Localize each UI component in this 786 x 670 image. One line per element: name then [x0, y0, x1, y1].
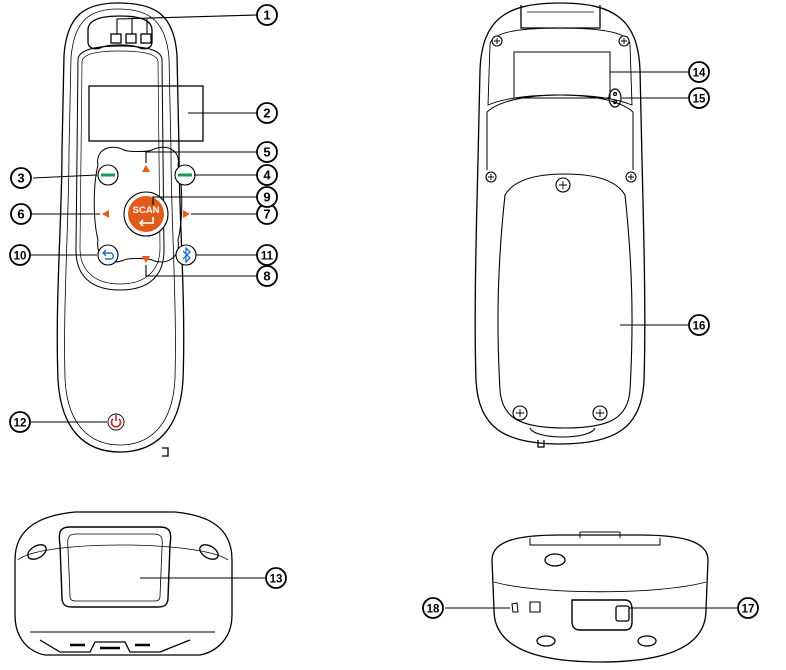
top-end-ridge [18, 545, 228, 560]
left-arrow-key[interactable] [102, 210, 109, 218]
back-body-outline [475, 3, 645, 444]
scan-window [59, 527, 170, 607]
back-view [475, 3, 645, 447]
callout-9: 9 [257, 187, 277, 207]
callout-12-label: 12 [14, 418, 27, 430]
callout-16-label: 16 [693, 321, 706, 333]
lanyard-slot-small [512, 603, 518, 612]
callout-6-label: 6 [17, 207, 24, 222]
callout-12: 12 [10, 412, 30, 432]
callout-7-label: 7 [263, 207, 270, 222]
callout-8-label: 8 [263, 269, 270, 284]
callout-10: 10 [10, 245, 30, 265]
screw-top-left [492, 36, 502, 46]
front-top-panel [88, 16, 152, 49]
top-end-feet-inner [70, 645, 150, 648]
callout-4-label: 4 [263, 168, 271, 183]
battery-cover-upper [487, 95, 633, 170]
screw-cover-bottom-left [513, 406, 527, 420]
screw-cover-top [556, 178, 570, 192]
usb-port-inner [616, 606, 629, 621]
callout-4: 4 [257, 165, 277, 185]
leader-9 [153, 197, 257, 205]
bottom-end-body [492, 535, 708, 662]
top-end-view [15, 512, 232, 655]
reset-hole-dot-1 [614, 93, 617, 96]
callout-17: 17 [738, 598, 758, 618]
callout-3-label: 3 [17, 171, 24, 186]
bottom-end-top [530, 538, 660, 545]
label-area [514, 52, 610, 98]
usb-port [572, 600, 632, 630]
leader-lines [31, 15, 737, 608]
back-top-notch [521, 5, 600, 28]
battery-cover [498, 174, 632, 428]
callout-14: 14 [689, 62, 709, 82]
top-end-right-bump [197, 542, 220, 562]
bottom-end-top-hole [545, 554, 565, 566]
callout-3: 3 [11, 168, 31, 188]
screw-mid-right [626, 172, 636, 182]
callout-2-label: 2 [263, 106, 270, 121]
callout-6: 6 [11, 204, 31, 224]
callout-8: 8 [257, 266, 277, 286]
top-end-feet [40, 640, 190, 652]
callout-11-label: 11 [261, 251, 274, 263]
callout-1: 1 [257, 5, 277, 25]
top-end-body [15, 512, 232, 655]
callout-13-label: 13 [270, 574, 283, 586]
scan-window-inner [68, 534, 163, 601]
callout-11: 11 [257, 245, 277, 265]
bottom-end-waist [494, 582, 706, 592]
callout-15: 15 [689, 88, 709, 108]
reset-hole [609, 89, 621, 107]
callout-15-label: 15 [693, 94, 706, 106]
bottom-end-hole-right [638, 636, 656, 646]
scan-key-label: SCAN [133, 205, 160, 216]
leader-8 [146, 265, 257, 276]
screw-mid-left [486, 172, 496, 182]
led-indicator-right [141, 34, 151, 43]
bottom-end-view [492, 532, 708, 662]
front-faceplate [76, 46, 164, 290]
lanyard-slot [530, 602, 540, 612]
screw-top-right [619, 36, 629, 46]
callout-16: 16 [689, 315, 709, 335]
callout-18-label: 18 [427, 604, 440, 616]
leader-3 [33, 175, 97, 178]
callout-2: 2 [257, 103, 277, 123]
callout-18: 18 [423, 598, 443, 618]
back-key[interactable] [98, 245, 118, 265]
right-arrow-key[interactable] [183, 210, 190, 218]
callout-5-label: 5 [263, 145, 270, 160]
led-indicator-center [126, 34, 136, 43]
leader-1 [117, 15, 257, 34]
display-screen [89, 86, 203, 141]
bottom-end-hole-left [537, 636, 555, 646]
callout-10-label: 10 [14, 251, 27, 263]
side-connector-front [162, 448, 168, 456]
callout-5: 5 [257, 142, 277, 162]
callout-13: 13 [266, 568, 286, 588]
callout-14-label: 14 [693, 68, 706, 80]
callout-1-label: 1 [263, 8, 270, 23]
callouts: 1 2 3 4 5 6 7 8 9 10 11 12 13 14 15 16 1… [10, 5, 758, 618]
callout-9-label: 9 [263, 190, 270, 205]
callout-17-label: 17 [742, 604, 755, 616]
screw-cover-bottom-right [593, 406, 607, 420]
up-arrow-key[interactable] [142, 165, 150, 172]
back-bottom-connector [530, 428, 595, 437]
led-indicator-left [111, 34, 121, 43]
